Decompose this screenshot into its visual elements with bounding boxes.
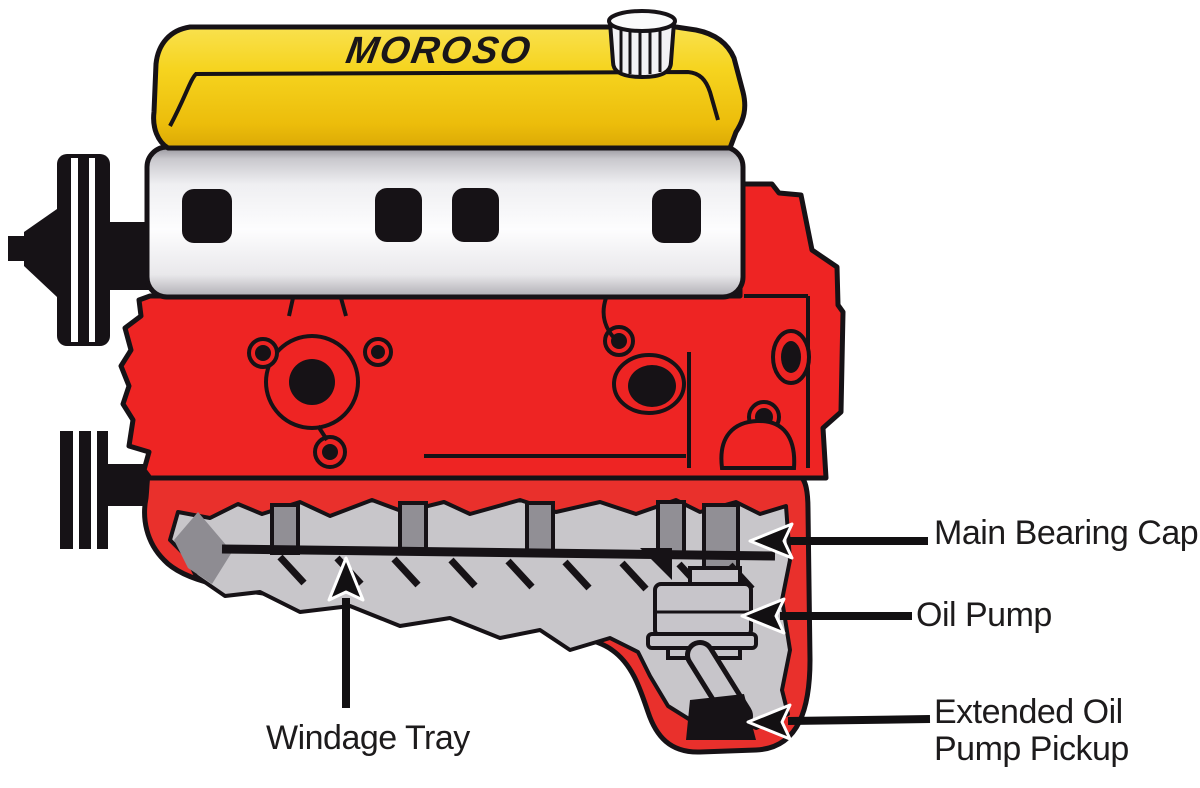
exhaust-port xyxy=(375,188,422,242)
pickup-arrow-head xyxy=(746,703,792,741)
rear-hole xyxy=(781,341,801,373)
windage-tray-arrow-head xyxy=(327,556,365,602)
main-bearing-cap xyxy=(525,501,555,555)
crankshaft-pulley xyxy=(60,431,147,549)
pulley-groove xyxy=(89,158,95,342)
pulley-disc xyxy=(57,154,110,346)
bolt-hole xyxy=(322,444,338,460)
pulley-hub-cone xyxy=(24,209,57,297)
windage-tray xyxy=(221,544,776,593)
extended-pickup-label-line2: Pump Pickup xyxy=(934,730,1129,768)
exhaust-port xyxy=(452,188,499,242)
pickup-arrow-shaft xyxy=(787,715,931,725)
cap-body xyxy=(607,20,677,80)
water-pump-port xyxy=(289,359,335,405)
main-bearing-cap-arrow-head xyxy=(748,522,794,560)
pulley-groove xyxy=(71,158,78,342)
casting-lines xyxy=(287,297,348,442)
bolt-hole xyxy=(371,345,385,359)
brand-logo: MOROSO xyxy=(343,29,536,72)
cylinder-head xyxy=(144,144,746,300)
main-bearing-cap xyxy=(656,500,686,555)
exhaust-port xyxy=(182,189,232,243)
pan-shadow xyxy=(174,512,232,584)
rear-face-seam xyxy=(744,294,810,468)
cap-top xyxy=(607,9,677,33)
oil-pump-arrow-head xyxy=(740,597,786,635)
main-bearing-cap xyxy=(398,501,428,555)
water-pump-pulley xyxy=(8,154,150,346)
pulley-rib xyxy=(97,431,108,549)
windage-tray-plate xyxy=(221,544,776,561)
valve-cover-crease xyxy=(168,69,720,127)
extended-pickup-label-line1: Extended Oil xyxy=(934,693,1123,731)
windage-tray-label: Windage Tray xyxy=(266,719,470,757)
oil-pan xyxy=(142,473,813,755)
exhaust-port xyxy=(652,189,701,243)
pulley-nose-stub xyxy=(8,236,24,261)
crank-shaft xyxy=(107,464,147,506)
valve-cover-body xyxy=(151,24,748,151)
engine-block xyxy=(118,181,846,481)
pulley-rib xyxy=(60,431,73,549)
casting-lines xyxy=(424,297,691,468)
callout-arrows xyxy=(327,522,931,741)
bolt-hole xyxy=(255,345,271,361)
pickup-foot xyxy=(686,694,756,740)
oil-filler-cap xyxy=(607,9,677,80)
cap-knurling xyxy=(619,26,662,75)
pulley-rib xyxy=(79,431,91,549)
main-bearing-cap-label: Main Bearing Cap xyxy=(934,514,1199,552)
rear-pocket xyxy=(719,418,797,470)
pump-body xyxy=(653,582,753,638)
oil-pump-label: Oil Pump xyxy=(916,596,1052,634)
extended-oil-pump-pickup-label: Extended Oil Pump Pickup xyxy=(934,694,1129,768)
pulley-shaft xyxy=(110,222,150,290)
valve-cover: MOROSO xyxy=(151,24,748,151)
freeze-plug xyxy=(628,365,676,407)
oil-pump xyxy=(646,566,758,740)
